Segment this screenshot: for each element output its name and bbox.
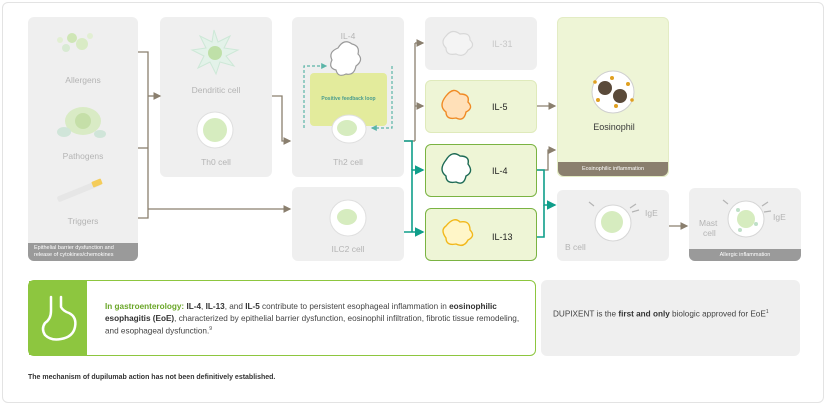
eosinophil-panel: Eosinophil Eosinophilic inflammation [557, 17, 669, 177]
stomach-icon [41, 295, 77, 341]
gastroenterology-text: In gastroenterology: IL-4, IL-13, and IL… [105, 301, 525, 337]
il5-label: IL-5 [492, 102, 508, 112]
il31-label: IL-31 [492, 39, 513, 49]
allergic-footer: Allergic inflammation [689, 249, 801, 261]
mast-label-line1: Mast [699, 218, 718, 228]
gastro-prefix: In gastroenterology: [105, 302, 185, 311]
il4-box [425, 144, 537, 197]
page-frame [2, 2, 824, 403]
il5-box [425, 80, 537, 133]
gastro-eoe: eosinophilic esophagitis (EoE) [105, 302, 497, 323]
mechanism-footnote: The mechanism of dupilumab action has no… [28, 374, 276, 381]
dupixent-text: DUPIXENT is the first and only biologic … [553, 307, 783, 320]
dupixent-pre: DUPIXENT is the [553, 309, 619, 319]
gastro-rest: , characterized by epithelial barrier dy… [105, 313, 520, 336]
epithelial-footer: Epithelial barrier dysfunction and relea… [28, 243, 138, 261]
stomach-icon-panel [29, 281, 87, 355]
gastro-il13: IL-13 [205, 302, 225, 311]
triggers-panel: Allergens Pathogens Triggers Epithelial … [28, 17, 138, 261]
mast-ige-label: IgE [773, 212, 786, 222]
dendritic-label: Dendritic cell [191, 85, 241, 95]
bcell-panel: B cell IgE [557, 190, 669, 261]
eosinophil-label: Eosinophil [593, 122, 635, 132]
dupixent-bold: first and only [618, 309, 670, 319]
il13-label: IL-13 [492, 232, 513, 242]
mast-label-line2: cell [703, 228, 716, 238]
gastro-il4: IL-4 [186, 302, 201, 311]
il4-top-label: IL-4 [340, 31, 356, 41]
allergens-label: Allergens [65, 75, 101, 85]
mast-panel: Mast cell IgE Allergic inflammation [689, 188, 801, 261]
bcell-label: B cell [565, 242, 586, 252]
pathogens-label: Pathogens [62, 151, 104, 161]
th2-label: Th2 cell [333, 157, 363, 167]
th0-label: Th0 cell [201, 157, 231, 167]
feedback-loop-label: Positive feedback loop [321, 96, 376, 102]
gastro-ref: 9 [209, 326, 213, 332]
gastroenterology-card: In gastroenterology: IL-4, IL-13, and IL… [28, 280, 536, 356]
gastro-sep: , [201, 302, 206, 311]
gastro-and: , and [224, 302, 246, 311]
gastro-il5: IL-5 [245, 302, 260, 311]
eosinophil-footer: Eosinophilic inflammation [558, 162, 668, 176]
dupixent-card: DUPIXENT is the first and only biologic … [541, 280, 800, 356]
triggers-label: Triggers [67, 216, 99, 226]
il13-box [425, 208, 537, 261]
il31-box [425, 17, 537, 70]
dendritic-panel: Dendritic cell Th0 cell [160, 17, 272, 177]
ilc2-panel: ILC2 cell [292, 187, 404, 261]
bcell-ige-label: IgE [645, 208, 658, 218]
gastro-mid: contribute to persistent esophageal infl… [259, 302, 450, 311]
ilc2-label: ILC2 cell [331, 244, 365, 254]
dupixent-post: biologic approved for EoE [669, 309, 766, 319]
dupixent-ref: 1 [765, 309, 769, 315]
il4-label: IL-4 [492, 166, 508, 176]
